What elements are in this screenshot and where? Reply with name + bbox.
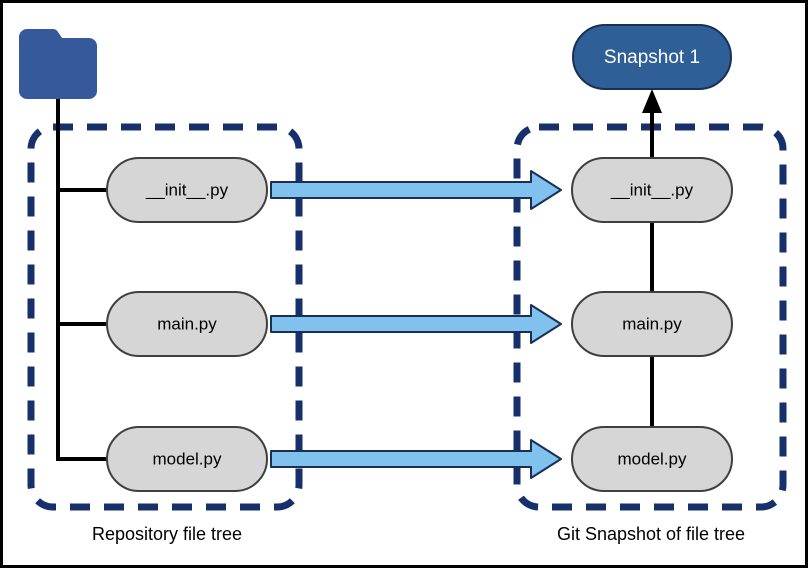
snapshot-node-main[interactable]: main.py [571,291,733,357]
repo-node-main[interactable]: main.py [106,291,268,357]
repo-node-init[interactable]: __init__.py [106,157,268,223]
snapshot-node-label: Snapshot 1 [604,47,700,68]
repo-node-main-label: main.py [157,314,217,333]
copy-arrow-model [270,439,562,479]
git-snapshot-diagram: Snapshot 1 __init__.py main.py model.py [19,24,787,544]
snapshot-node-model-label: model.py [618,449,687,468]
snapshot-node[interactable]: Snapshot 1 [572,24,732,90]
snapshot-node-model[interactable]: model.py [571,426,733,492]
repo-node-init-label: __init__.py [145,180,229,199]
folder-icon [19,29,97,99]
repo-node-model-label: model.py [153,449,222,468]
snapshot-node-init[interactable]: __init__.py [571,157,733,223]
snapshot-node-main-label: main.py [622,314,682,333]
snapshot-up-arrow-icon [642,89,662,158]
right-group-caption: Git Snapshot of file tree [557,524,745,544]
left-group-caption: Repository file tree [92,524,242,544]
repo-node-model[interactable]: model.py [106,426,268,492]
copy-arrow-init [270,170,562,210]
snapshot-node-init-label: __init__.py [610,180,694,199]
repository-tree-connectors [56,99,109,461]
copy-arrow-main [270,304,562,344]
